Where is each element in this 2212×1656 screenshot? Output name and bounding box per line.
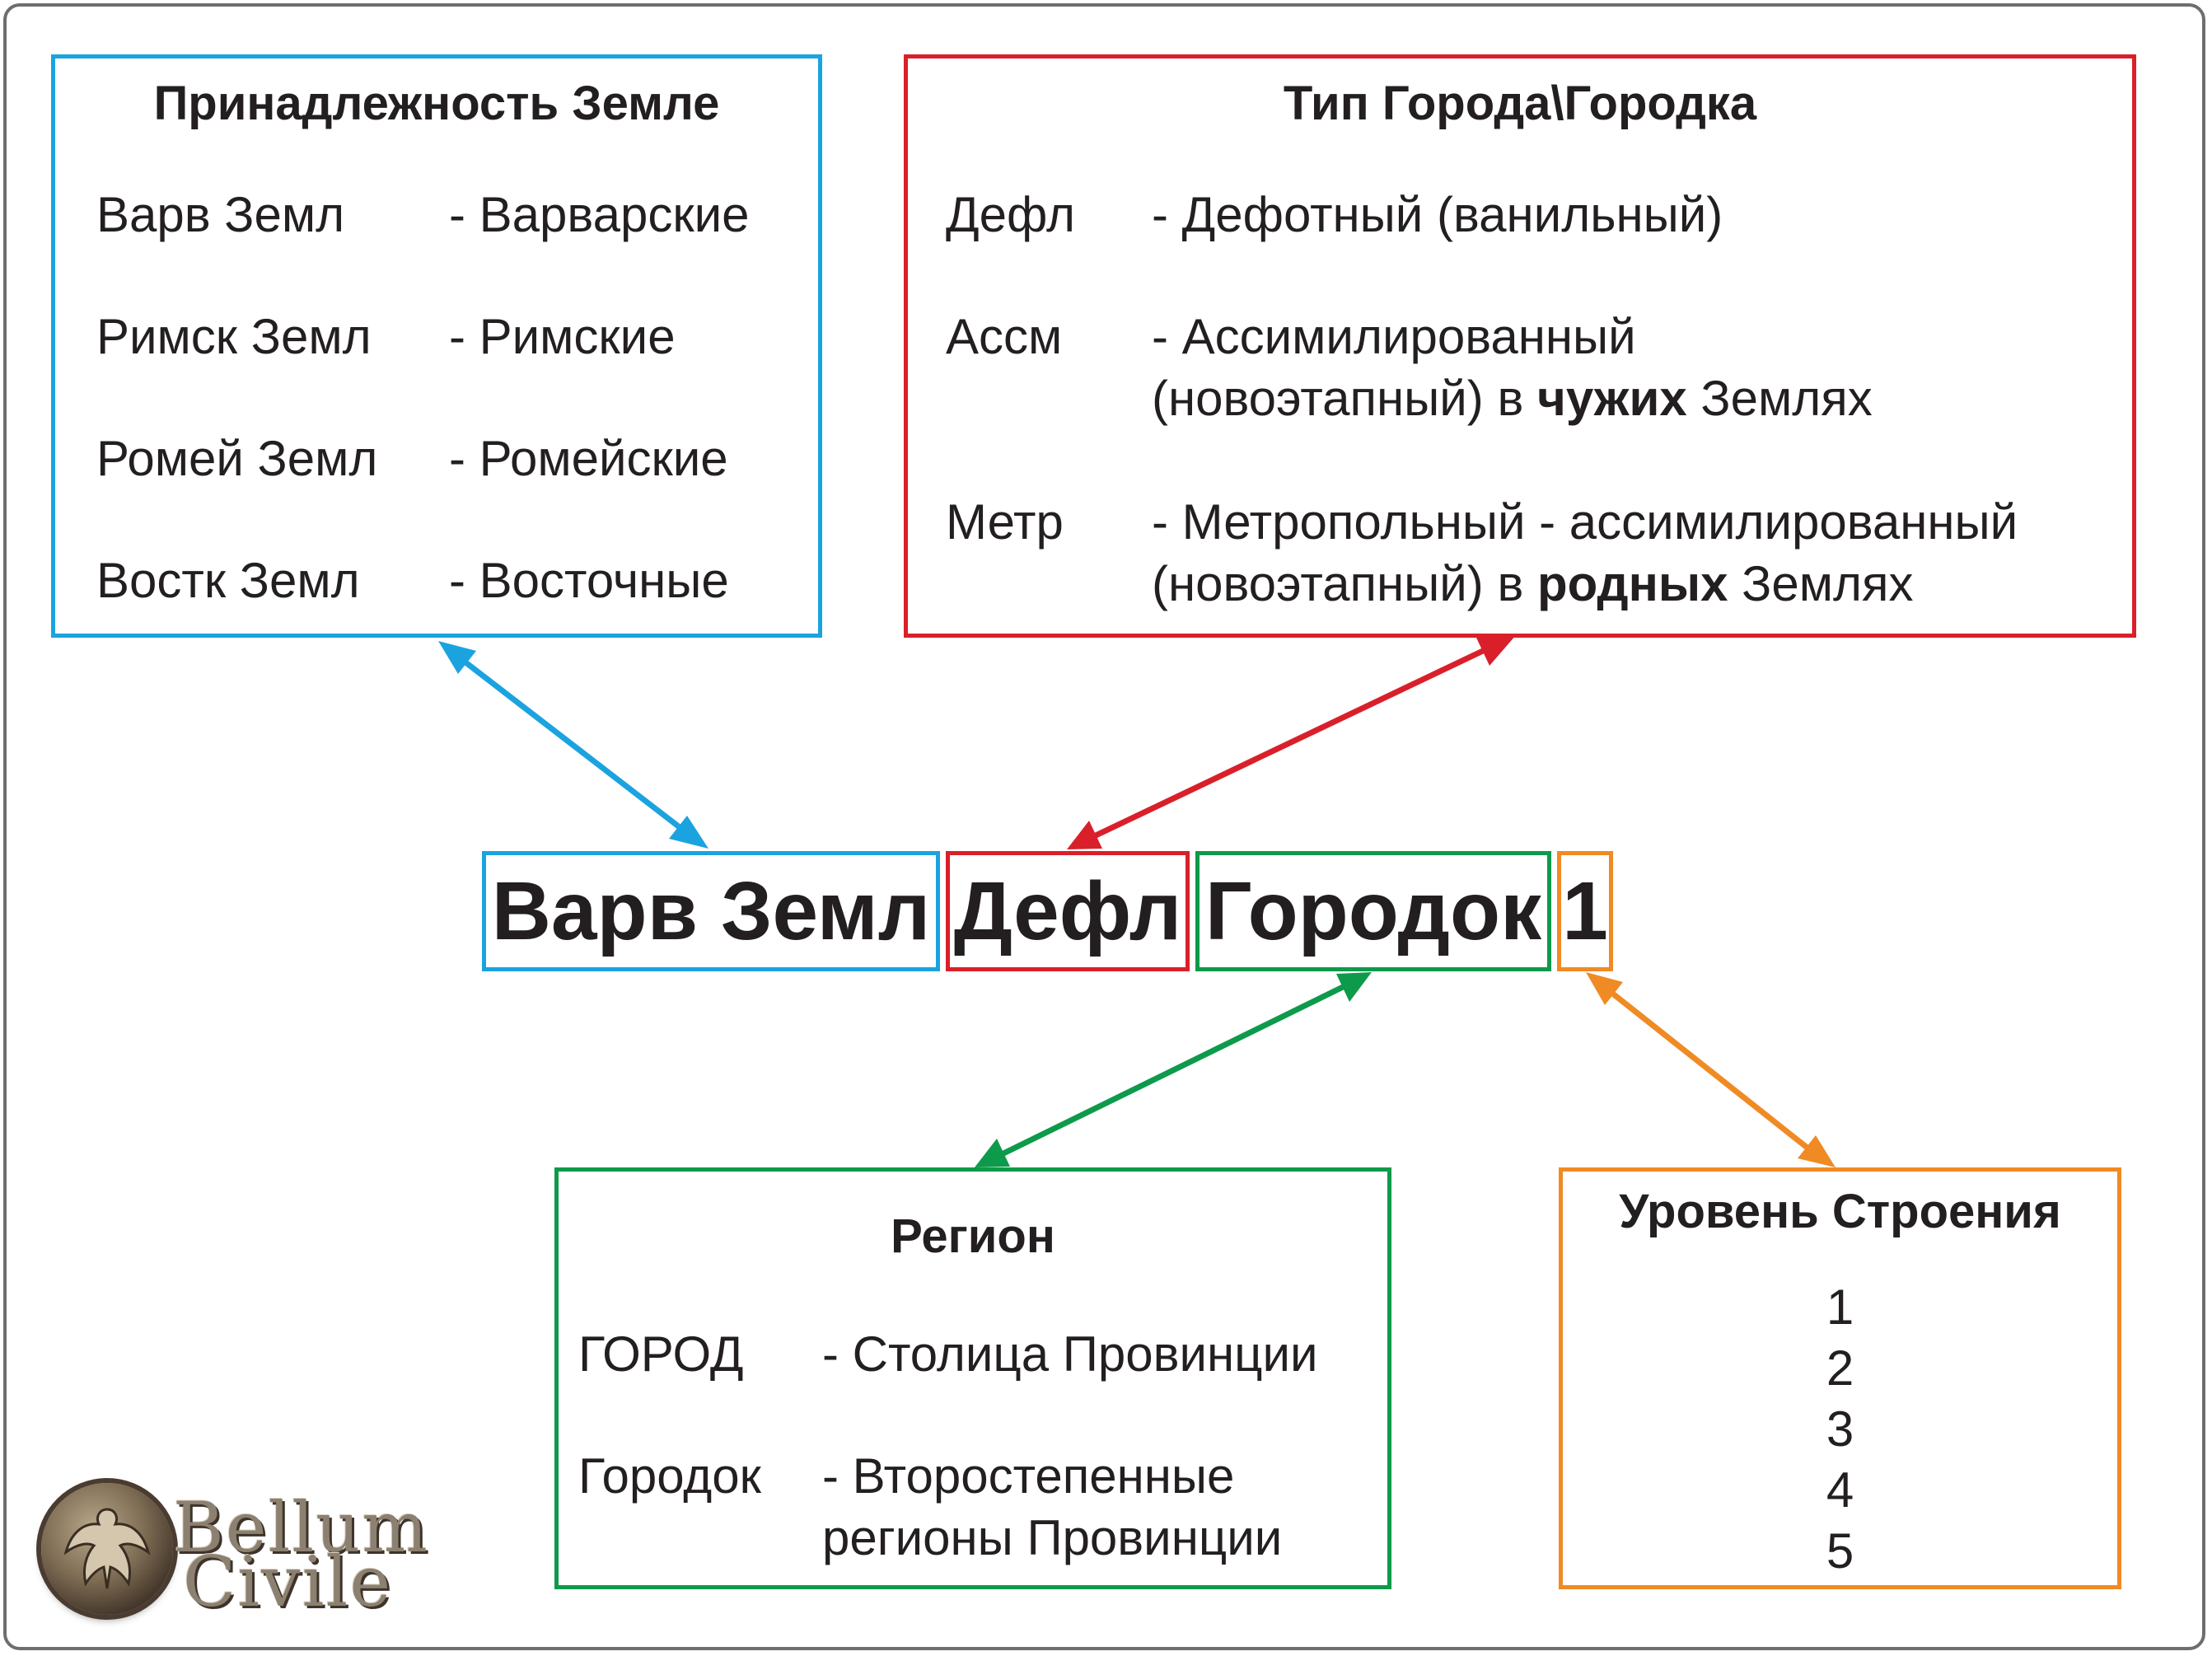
land-affiliation-box: Принадлежность Земле Варв Земл - Варварс… xyxy=(51,54,822,638)
region-box: Регион ГОРОД - Столица Провинции Городок… xyxy=(554,1167,1391,1589)
region-row-continuation: регионы Провинции xyxy=(822,1510,1283,1565)
land-code: Востк Земл xyxy=(96,553,360,608)
orange-connector-arrow xyxy=(1586,972,1836,1167)
name-part-type: Дефл xyxy=(946,851,1190,971)
level-item: 3 xyxy=(1826,1401,1854,1457)
eagle-emblem-icon xyxy=(41,1483,173,1615)
type-code: Дефл xyxy=(946,187,1076,242)
land-affiliation-title: Принадлежность Земле xyxy=(153,77,720,130)
region-code: Городок xyxy=(578,1448,761,1504)
name-part-land: Варв Земл xyxy=(482,851,940,971)
city-type-title: Тип Города\Городка xyxy=(1283,77,1757,130)
building-level-box: Уровень Строения 1 2 3 4 5 xyxy=(1559,1167,2121,1589)
type-desc: - Ассимилированный xyxy=(1152,309,1636,364)
level-item: 5 xyxy=(1826,1523,1854,1579)
logo-line-1: Bellum xyxy=(173,1487,429,1568)
type-row-continuation: (новоэтапный) в чужих Землях xyxy=(1152,367,1873,429)
type-desc-text: (новоэтапный) в xyxy=(1152,556,1537,611)
type-desc-text: Землях xyxy=(1728,556,1914,611)
type-row-continuation: (новоэтапный) в родных Землях xyxy=(1152,553,1913,615)
type-code: Ассм xyxy=(946,309,1063,364)
region-title: Регион xyxy=(891,1209,1055,1263)
land-desc: - Римские xyxy=(449,309,676,364)
level-item: 4 xyxy=(1826,1462,1854,1518)
blue-connector-arrow xyxy=(438,641,708,849)
region-code: ГОРОД xyxy=(578,1326,744,1382)
name-part-region: Городок xyxy=(1195,851,1551,971)
land-desc: - Варварские xyxy=(449,187,750,242)
level-item: 2 xyxy=(1826,1340,1854,1396)
name-part-level: 1 xyxy=(1557,851,1613,971)
type-desc-text: Землях xyxy=(1686,371,1873,426)
city-type-box: Тип Города\Городка Дефл - Дефотный (вани… xyxy=(904,54,2136,638)
land-code: Варв Земл xyxy=(96,187,345,242)
type-desc: - Дефотный (ванильный) xyxy=(1152,187,1723,242)
land-desc: - Восточные xyxy=(449,553,729,608)
level-item: 1 xyxy=(1826,1279,1854,1335)
red-connector-arrow xyxy=(1067,635,1516,849)
green-connector-arrow xyxy=(975,972,1372,1167)
region-desc: - Столица Провинции xyxy=(822,1326,1318,1382)
bellum-civile-logo: Bellum Civile xyxy=(41,1483,486,1623)
type-desc-emphasis: родных xyxy=(1537,556,1728,611)
land-code: Римск Земл xyxy=(96,309,372,364)
type-desc: - Метропольный - ассимилированный xyxy=(1152,494,2018,550)
land-code: Ромей Земл xyxy=(96,431,378,486)
building-level-title: Уровень Строения xyxy=(1619,1185,2061,1238)
type-desc-emphasis: чужих xyxy=(1537,371,1687,426)
logo-line-2: Civile xyxy=(183,1541,393,1622)
type-desc-text: (новоэтапный) в xyxy=(1152,371,1537,426)
type-code: Метр xyxy=(946,494,1064,550)
land-desc: - Ромейские xyxy=(449,431,728,486)
region-desc: - Второстепенные xyxy=(822,1448,1235,1504)
